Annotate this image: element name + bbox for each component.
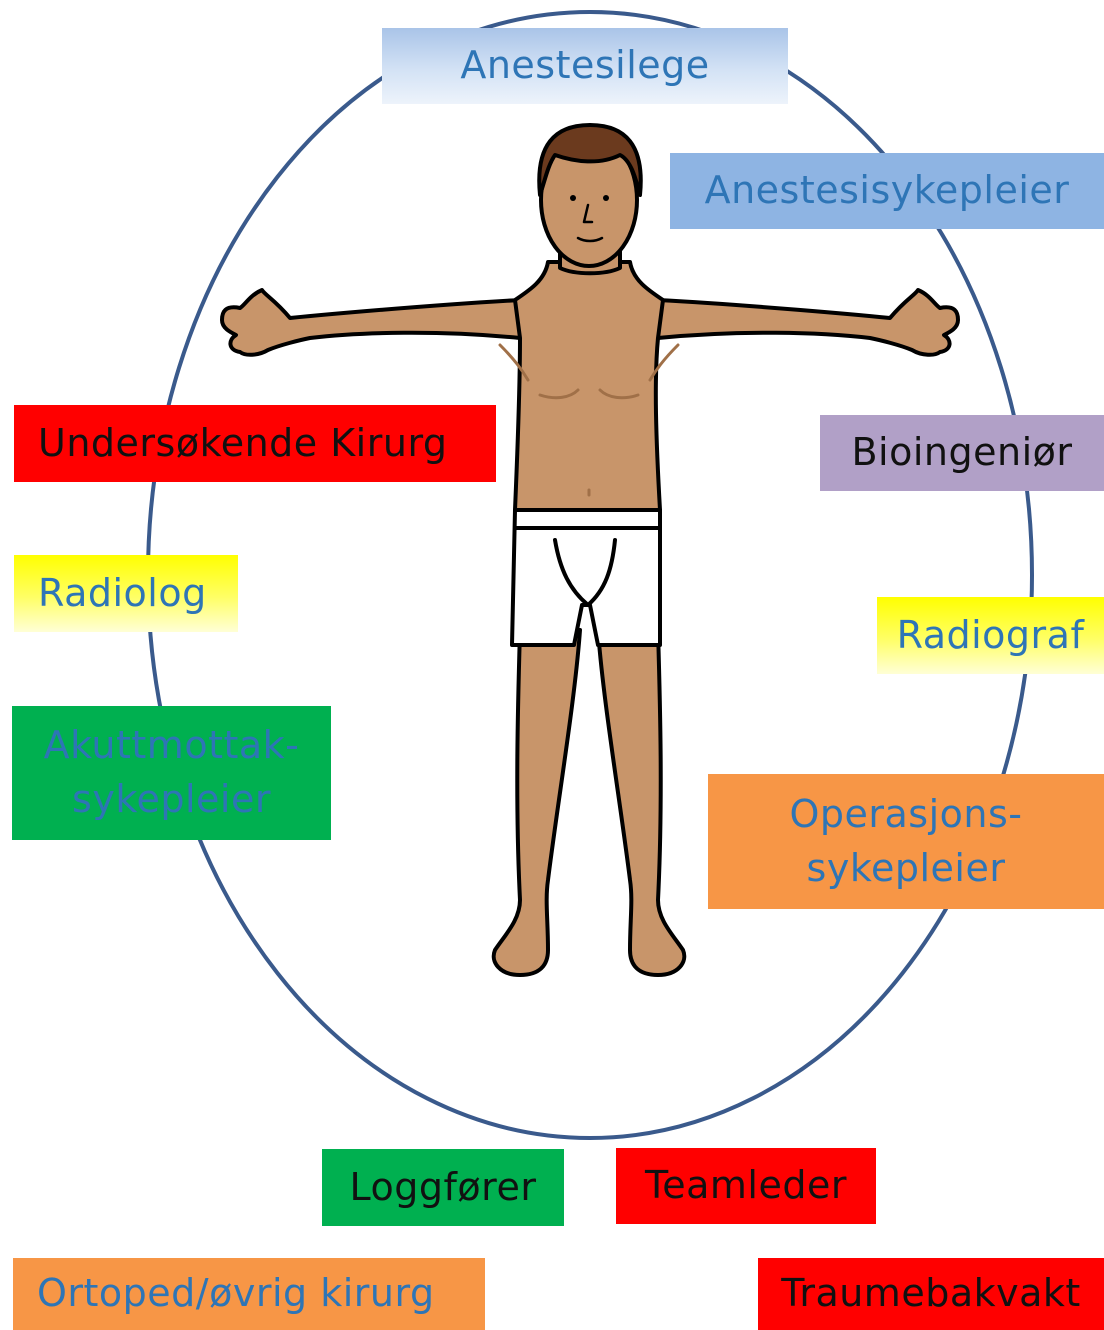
role-label: Ortoped/øvrig kirurg [37, 1271, 435, 1317]
role-label: Radiolog [38, 571, 207, 617]
role-loggforer: Loggfører [322, 1149, 564, 1226]
role-operasjons-sykepleier: Operasjons- sykepleier [708, 774, 1104, 909]
role-traumebakvakt: Traumebakvakt [758, 1258, 1104, 1330]
role-label: Loggfører [350, 1165, 537, 1211]
role-radiograf: Radiograf [877, 597, 1104, 674]
role-label-line2: sykepleier [72, 773, 271, 827]
role-label-line1: Operasjons- [789, 788, 1022, 842]
role-undersokende-kirurg: Undersøkende Kirurg [14, 405, 496, 482]
role-label: Undersøkende Kirurg [38, 421, 448, 467]
role-teamleder: Teamleder [616, 1148, 876, 1224]
role-bioingenior: Bioingeniør [820, 415, 1104, 491]
role-label: Traumebakvakt [781, 1271, 1081, 1317]
role-label: Radiograf [897, 613, 1085, 659]
role-radiolog: Radiolog [14, 555, 238, 632]
role-akuttmottak-sykepleier: Akuttmottak- sykepleier [12, 706, 331, 840]
role-label: Bioingeniør [851, 430, 1072, 476]
role-ortoped: Ortoped/øvrig kirurg [13, 1258, 485, 1330]
role-label-line2: sykepleier [807, 842, 1006, 896]
role-label: Anestesisykepleier [705, 168, 1070, 214]
role-anestesisykepleier: Anestesisykepleier [670, 153, 1104, 229]
role-label: Anestesilege [460, 43, 709, 89]
role-anestesilege: Anestesilege [382, 28, 788, 104]
role-label: Teamleder [645, 1163, 847, 1209]
role-label-line1: Akuttmottak- [44, 719, 300, 773]
